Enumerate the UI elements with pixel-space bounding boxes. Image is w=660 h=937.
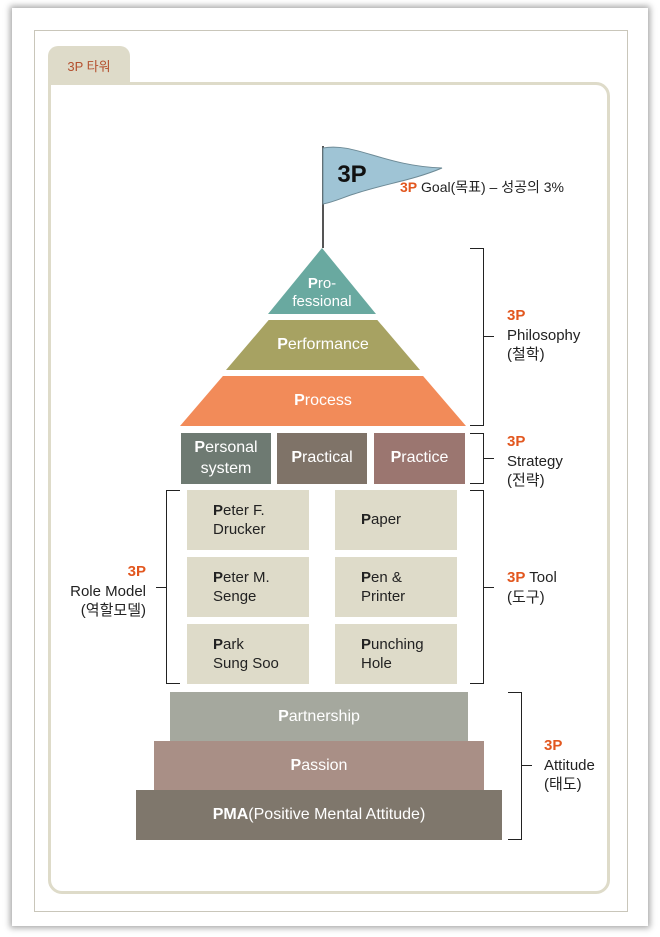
attitude-bracket-tick (522, 765, 532, 766)
strategy-practice: Practice (374, 433, 465, 484)
layer-professional-rest: ro- (317, 275, 337, 292)
strategy-bracket-tick (484, 458, 494, 459)
tool-pen-initial: P (361, 568, 372, 586)
role-model-senge-line2: Senge (213, 588, 257, 605)
tool-label-line1: Tool (525, 569, 557, 586)
strategy-accent: 3P (507, 433, 526, 450)
attitude-pma-initial: PMA (212, 806, 249, 823)
attitude-label-line1: Attitude (544, 756, 595, 774)
role-model-bracket (166, 490, 180, 684)
role-model-label-line2: (역할모델) (80, 602, 146, 619)
layer-process-initial: P (294, 392, 305, 410)
role-model-drucker-rest: eter F. (223, 501, 265, 519)
section-tab-label: 3P 타워 (67, 59, 111, 74)
strategy-practice-rest: ractice (401, 449, 449, 467)
role-model-park: Park Sung Soo (187, 624, 309, 684)
strategy-practical: Practical (277, 433, 367, 484)
tool-paper-rest: aper (371, 511, 402, 529)
flag-text: 3P (337, 160, 367, 188)
layer-performance-initial: P (277, 336, 288, 354)
attitude-pma: PMA(Positive Mental Attitude) (136, 790, 502, 840)
layer-performance-rest: erformance (287, 336, 369, 354)
strategy-practical-initial: P (291, 449, 302, 467)
tool-label-line2: (도구) (507, 588, 545, 606)
strategy-practical-rest: ractical (301, 449, 353, 467)
attitude-pma-rest: (Positive Mental Attitude) (248, 806, 426, 823)
tool-paper: Paper (335, 490, 457, 550)
role-model-label: 3P Role Model (역할모델) (60, 562, 146, 621)
tool-bracket-tick (484, 587, 494, 588)
attitude-partnership-rest: artnership (288, 708, 360, 725)
goal-label: 3P Goal(목표) – 성공의 3% (400, 178, 564, 196)
layer-process: Process (180, 376, 466, 426)
tool-pen-printer: Pen & Printer (335, 557, 457, 617)
tool-pen-line2: Printer (361, 588, 406, 605)
goal-accent: 3P (400, 179, 418, 195)
strategy-label: 3P Strategy (전략) (507, 432, 563, 491)
strategy-practice-initial: P (390, 449, 402, 467)
philosophy-bracket-tick (484, 336, 494, 337)
strategy-label-line2: (전략) (507, 472, 545, 489)
tool-bracket (470, 490, 484, 684)
layer-professional-line2: fessional (292, 293, 352, 310)
role-model-label-line1: Role Model (70, 582, 146, 600)
philosophy-bracket (470, 248, 484, 426)
role-model-drucker-line2: Drucker (213, 521, 266, 538)
layer-professional-initial: P (307, 275, 318, 292)
philosophy-accent: 3P (507, 307, 526, 324)
role-model-park-initial: P (213, 635, 224, 653)
tool-label: 3P Tool (도구) (507, 568, 557, 607)
attitude-partnership-initial: P (278, 708, 289, 725)
strategy-label-line1: Strategy (507, 452, 563, 470)
strategy-personal-line2: system (200, 459, 252, 477)
tool-pen-rest: en & (371, 568, 402, 586)
tool-punching-rest: unching (371, 635, 424, 653)
philosophy-label-line2: (철학) (507, 346, 545, 363)
attitude-passion-rest: assion (301, 757, 348, 774)
tool-punching-hole: Punching Hole (335, 624, 457, 684)
role-model-senge: Peter M. Senge (187, 557, 309, 617)
goal-flag (322, 146, 443, 248)
philosophy-label-line1: Philosophy (507, 326, 581, 344)
goal-text: Goal(목표) – 성공의 3% (421, 179, 565, 195)
attitude-passion-initial: P (290, 757, 302, 774)
attitude-label: 3P Attitude (태도) (544, 736, 595, 795)
strategy-personal-system: Personal system (181, 433, 271, 484)
role-model-park-rest: ark (223, 635, 244, 653)
role-model-senge-rest: eter M. (223, 568, 270, 586)
role-model-accent: 3P (127, 563, 146, 580)
strategy-bracket (470, 433, 484, 484)
role-model-bracket-tick (156, 587, 166, 588)
role-model-park-line2: Sung Soo (213, 655, 279, 672)
role-model-drucker: Peter F. Drucker (187, 490, 309, 550)
role-model-senge-initial: P (213, 568, 224, 586)
role-model-drucker-initial: P (213, 501, 224, 519)
section-tab: 3P 타워 (48, 46, 130, 86)
attitude-bracket (508, 692, 522, 840)
tool-punching-initial: P (361, 635, 372, 653)
tool-punching-line2: Hole (361, 655, 392, 672)
layer-process-rest: rocess (304, 392, 352, 410)
philosophy-label: 3P Philosophy (철학) (507, 306, 580, 365)
strategy-personal-initial: P (194, 438, 206, 456)
flag-cloth (322, 146, 443, 205)
tool-accent: 3P (507, 569, 526, 586)
tool-paper-initial: P (361, 511, 372, 529)
attitude-accent: 3P (544, 737, 563, 754)
attitude-label-line2: (태도) (544, 776, 582, 793)
strategy-personal-rest: ersonal (205, 438, 258, 456)
